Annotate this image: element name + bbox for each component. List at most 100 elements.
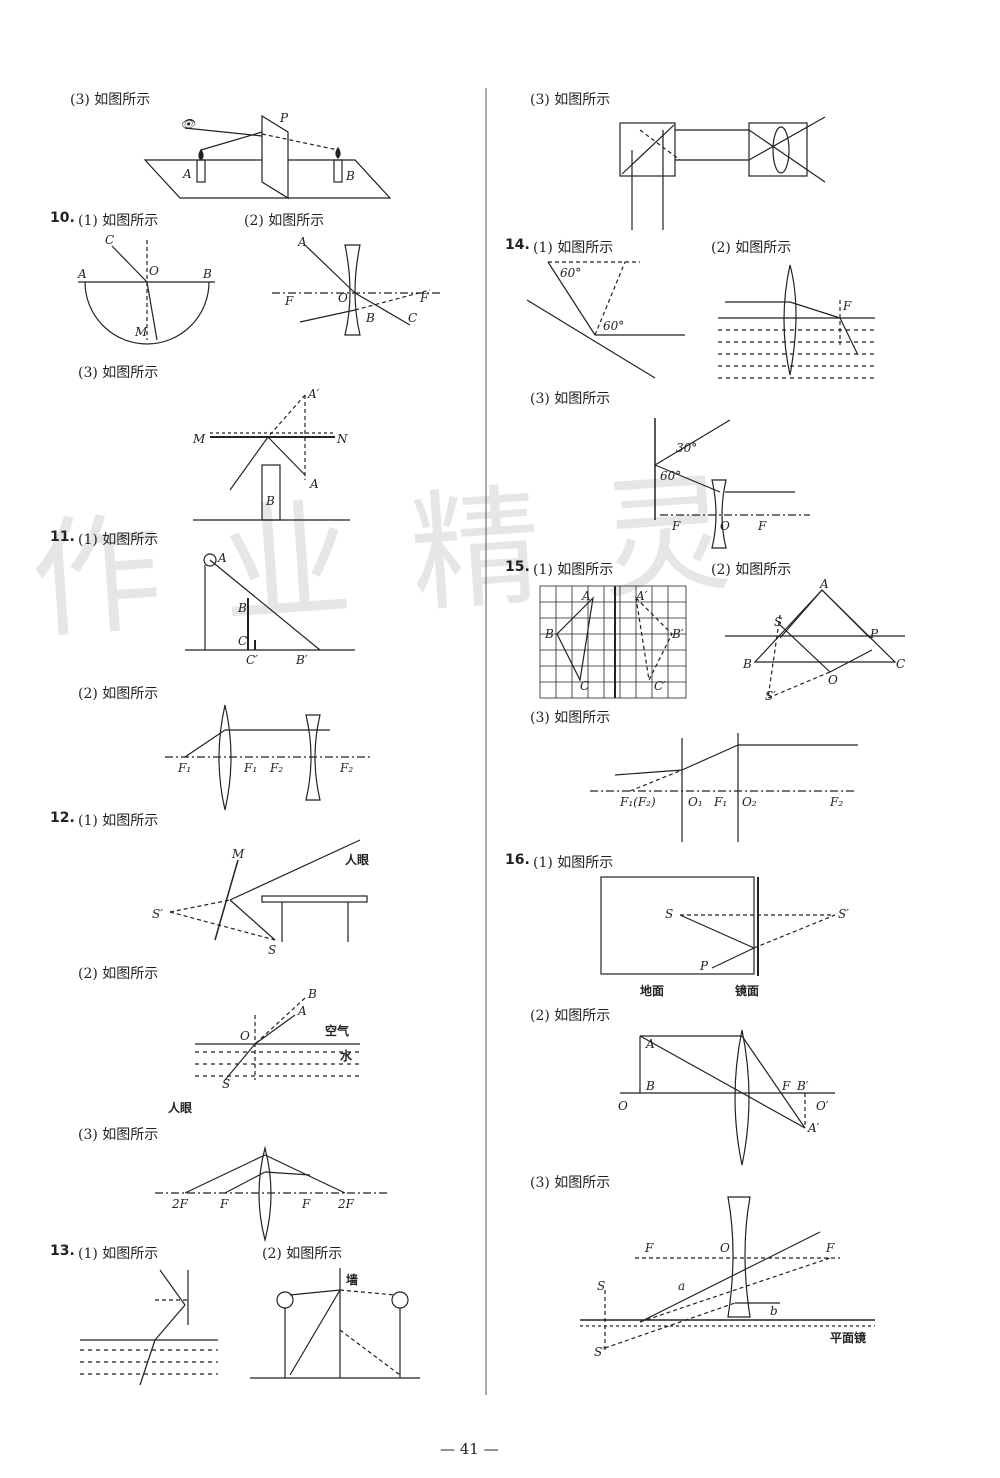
- fig-16-3: F O F S a b S′ 平面镜: [580, 1196, 875, 1359]
- svg-text:S′: S′: [152, 907, 163, 921]
- svg-text:O: O: [240, 1029, 250, 1043]
- svg-text:A: A: [581, 589, 591, 603]
- svg-text:a: a: [678, 1279, 685, 1293]
- svg-text:水: 水: [340, 1048, 353, 1063]
- q16-number: 16.: [505, 852, 530, 868]
- svg-text:B: B: [544, 627, 554, 641]
- fig-10-3: M N A′ A B: [192, 387, 350, 521]
- fig-11-1: A B C C′ B′: [185, 551, 355, 667]
- svg-text:S: S: [665, 907, 673, 921]
- svg-text:F: F: [757, 519, 767, 533]
- svg-text:A: A: [309, 477, 319, 491]
- item-16-2: (2) 如图所示: [530, 1008, 611, 1024]
- q14-number: 14.: [505, 237, 530, 253]
- fig-13-1: [80, 1269, 218, 1386]
- svg-text:M: M: [192, 432, 206, 446]
- svg-text:P: P: [699, 959, 709, 973]
- svg-text:人眼: 人眼: [345, 852, 369, 867]
- svg-text:F₁: F₁: [243, 761, 257, 775]
- svg-text:F: F: [781, 1079, 791, 1093]
- svg-text:F₂: F₂: [269, 761, 283, 775]
- fig-15-2: A S B P C O S′: [725, 577, 905, 703]
- svg-text:O′: O′: [816, 1099, 829, 1113]
- svg-text:B′: B′: [796, 1079, 809, 1093]
- item-16-1: (1) 如图所示: [533, 855, 614, 871]
- svg-text:O: O: [720, 1241, 730, 1255]
- q11-number: 11.: [50, 529, 75, 545]
- svg-text:F₁(F₂): F₁(F₂): [619, 795, 656, 809]
- svg-text:O: O: [618, 1099, 628, 1113]
- svg-text:F: F: [825, 1241, 835, 1255]
- svg-text:A: A: [645, 1037, 655, 1051]
- svg-text:2F: 2F: [337, 1197, 355, 1211]
- fig-15-1: A A′ B B′ C C′: [539, 585, 687, 699]
- item-12-1: (1) 如图所示: [78, 813, 159, 829]
- svg-text:C′: C′: [654, 679, 666, 693]
- item-15-1: (1) 如图所示: [533, 562, 614, 578]
- svg-text:B: B: [645, 1079, 655, 1093]
- svg-text:A: A: [182, 167, 192, 181]
- fig-10-1: C O A B M: [77, 233, 215, 345]
- svg-text:F₁: F₁: [713, 795, 727, 809]
- svg-text:F: F: [644, 1241, 654, 1255]
- svg-text:F₁: F₁: [177, 761, 191, 775]
- fig-10-2: A F O F B C: [272, 235, 440, 336]
- svg-text:60°: 60°: [660, 469, 681, 483]
- svg-text:S′: S′: [838, 907, 849, 921]
- svg-text:S: S: [222, 1077, 230, 1091]
- svg-text:B: B: [265, 494, 275, 508]
- svg-text:A′: A′: [635, 589, 648, 603]
- page-number: — 41 —: [440, 1440, 499, 1458]
- svg-text:镜面: 镜面: [735, 983, 759, 998]
- svg-text:O: O: [828, 673, 838, 687]
- svg-text:C: C: [896, 657, 905, 671]
- item-11-1: (1) 如图所示: [78, 532, 159, 548]
- svg-text:A: A: [297, 235, 307, 249]
- item-14-2: (2) 如图所示: [711, 240, 792, 256]
- item-10-2: (2) 如图所示: [244, 213, 325, 229]
- svg-text:b: b: [770, 1304, 778, 1318]
- q13-number: 13.: [50, 1243, 75, 1259]
- fig-13-3: [619, 116, 826, 230]
- item-10-1: (1) 如图所示: [78, 213, 159, 229]
- svg-text:A: A: [217, 551, 227, 565]
- svg-text:A′: A′: [307, 387, 320, 401]
- svg-text:B′: B′: [295, 653, 308, 667]
- fig-16-1: S S′ P 地面 镜面: [600, 876, 849, 998]
- svg-text:O₁: O₁: [688, 795, 703, 809]
- fig-12-1: M S′ S 人眼: [152, 839, 369, 957]
- svg-text:B: B: [237, 601, 247, 615]
- item-13-2: (2) 如图所示: [262, 1246, 343, 1262]
- svg-text:F: F: [671, 519, 681, 533]
- svg-text:A′: A′: [807, 1121, 820, 1135]
- item-10-3: (3) 如图所示: [78, 365, 159, 381]
- svg-text:B: B: [345, 169, 355, 183]
- fig-12-2: B A O S 空气 水 人眼: [168, 987, 360, 1115]
- item-12-3: (3) 如图所示: [78, 1127, 159, 1143]
- svg-text:S′: S′: [594, 1345, 605, 1359]
- svg-text:60°: 60°: [560, 266, 581, 280]
- svg-text:S′: S′: [765, 689, 776, 703]
- svg-text:B: B: [307, 987, 317, 1001]
- svg-text:C: C: [408, 311, 417, 325]
- svg-text:O₂: O₂: [742, 795, 757, 809]
- svg-text:O: O: [720, 519, 730, 533]
- svg-text:F: F: [219, 1197, 229, 1211]
- fig-14-2: F: [718, 264, 875, 379]
- item-15-2: (2) 如图所示: [711, 562, 792, 578]
- svg-text:M: M: [134, 325, 148, 339]
- svg-text:C′: C′: [246, 653, 258, 667]
- svg-text:A: A: [77, 267, 87, 281]
- svg-text:F₂: F₂: [339, 761, 353, 775]
- svg-text:F₂: F₂: [829, 795, 843, 809]
- svg-text:C: C: [580, 679, 589, 693]
- svg-text:B: B: [202, 267, 212, 281]
- item-14-3: (3) 如图所示: [530, 391, 611, 407]
- svg-text:地面: 地面: [640, 983, 664, 998]
- svg-text:F: F: [284, 294, 294, 308]
- item-15-3: (3) 如图所示: [530, 710, 611, 726]
- item-9-3: (3) 如图所示: [70, 92, 151, 108]
- svg-text:墙: 墙: [346, 1272, 358, 1287]
- svg-text:2F: 2F: [171, 1197, 189, 1211]
